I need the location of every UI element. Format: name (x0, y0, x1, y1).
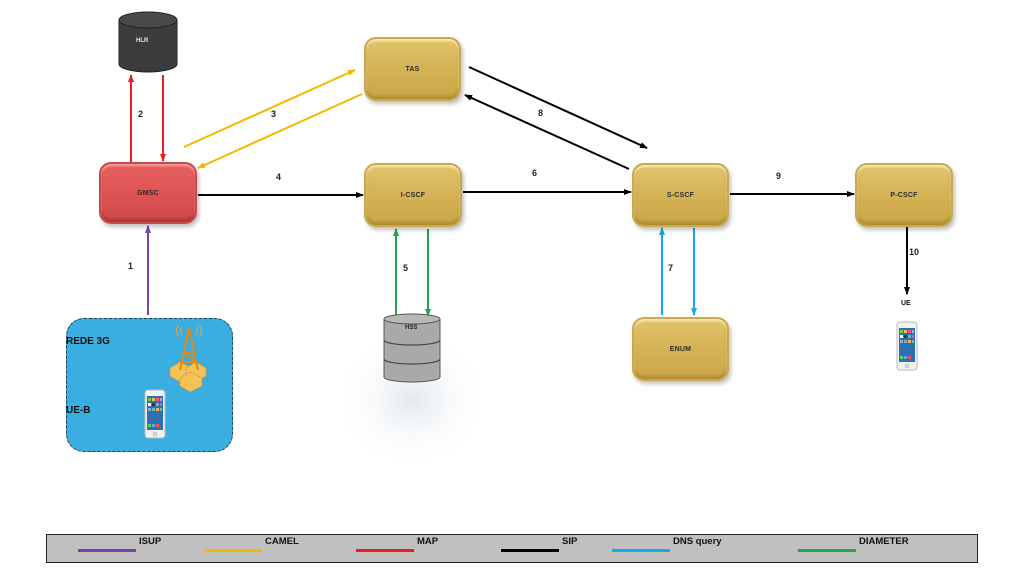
step-number-10: 10 (909, 247, 920, 257)
ue-b-smartphone-icon (144, 389, 166, 439)
legend-label-camel: CAMEL (265, 536, 299, 547)
step-number-3: 3 (271, 109, 277, 119)
step-number-8: 8 (538, 108, 544, 118)
legend-line-camel (204, 549, 262, 552)
legend-line-isup (78, 549, 136, 552)
gmsc-label: GMSC (137, 189, 159, 197)
scscf-label: S-CSCF (666, 191, 695, 199)
arrow-camel-gmsc-to-tas (183, 69, 356, 148)
tas-label: TAS (405, 65, 420, 73)
hss-label: HSS (405, 325, 418, 331)
legend-label-isup: ISUP (139, 536, 162, 547)
cell-tower-icon (169, 324, 207, 392)
legend-label-diameter: DIAMETER (859, 536, 909, 547)
tas-node[interactable]: TAS (364, 37, 461, 101)
legend-line-sip (501, 549, 559, 552)
step-number-6: 6 (532, 168, 538, 178)
ue-smartphone-icon (896, 321, 918, 371)
legend-line-map (356, 549, 414, 552)
access-network-label: REDE 3G (66, 336, 110, 347)
step-number-9: 9 (776, 171, 782, 181)
arrow-camel-tas-to-gmsc (197, 93, 363, 169)
hlr-label: HLR (136, 38, 149, 44)
step-number-5: 5 (403, 263, 409, 273)
ue-b-label: UE-B (66, 405, 91, 416)
icscf-label: I-CSCF (400, 191, 426, 199)
enum-node[interactable]: ENUM (632, 317, 729, 381)
hss-database-icon (383, 313, 441, 383)
legend-label-map: MAP (417, 536, 439, 547)
gmsc-node[interactable]: GMSC (99, 162, 197, 224)
icscf-node[interactable]: I-CSCF (364, 163, 462, 227)
legend-line-diameter (798, 549, 856, 552)
arrow-sip-tas-to-scscf (468, 66, 648, 149)
step-number-7: 7 (668, 263, 674, 273)
protocol-legend: ISUP CAMEL MAP SIP DNS query DIAMETER (46, 534, 978, 563)
pcscf-node[interactable]: P-CSCF (855, 163, 953, 227)
arrow-sip-scscf-to-tas (464, 94, 630, 170)
scscf-node[interactable]: S-CSCF (632, 163, 729, 227)
ue-label: UE (901, 300, 911, 307)
step-number-1: 1 (128, 261, 134, 271)
legend-label-sip: SIP (562, 536, 578, 547)
hlr-database-icon (118, 11, 178, 73)
enum-label: ENUM (669, 345, 692, 353)
legend-line-dns-query (612, 549, 670, 552)
hss-glow (332, 330, 492, 470)
pcscf-label: P-CSCF (890, 191, 918, 199)
step-number-2: 2 (138, 109, 144, 119)
step-number-4: 4 (276, 172, 282, 182)
legend-label-dns-query: DNS query (673, 536, 722, 547)
